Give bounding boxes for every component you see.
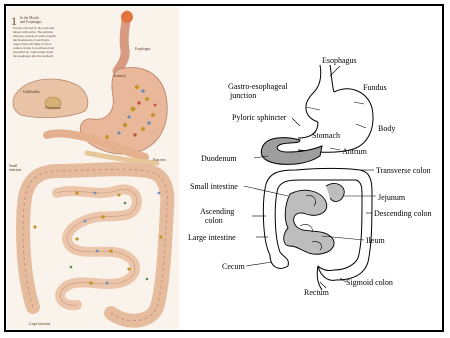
label-large-intestine: Large intestine: [188, 233, 236, 242]
diagram-panel: Esophagus Gastro-esophageal junction Fun…: [180, 7, 442, 329]
label-gastro-1: Gastro-esophageal: [228, 82, 288, 91]
label-sigmoid-colon: Sigmoid colon: [346, 278, 393, 287]
label-descending-colon: Descending colon: [374, 209, 432, 218]
label-ileum: Ileum: [366, 236, 385, 245]
label-transverse-colon: Transverse colon: [376, 166, 431, 175]
illus-label-pancreas: Pancreas: [153, 158, 166, 162]
label-small-intestine: Small intestine: [190, 182, 238, 191]
label-jejunum: Jejunum: [378, 193, 406, 202]
digestive-illustration: 1 In the Mouth and Esophagus Food is che…: [7, 7, 179, 329]
illustration-panel: 1 In the Mouth and Esophagus Food is che…: [7, 7, 179, 329]
label-esophagus: Esophagus: [322, 56, 357, 65]
labeled-diagram: Esophagus Gastro-esophageal junction Fun…: [180, 7, 442, 329]
label-pyloric: Pyloric sphincter: [232, 113, 287, 122]
illus-label-small-2: intestine: [9, 168, 22, 172]
label-ascending-1: Ascending: [200, 207, 234, 216]
label-gastro-2: junction: [229, 91, 256, 100]
illus-label-gallbladder: Gallbladder: [23, 90, 41, 94]
step-heading-2: and Esophagus: [20, 20, 42, 24]
body-line-7: the esophagus into the stomach.: [13, 54, 54, 58]
label-antrum: Antrum: [342, 147, 368, 156]
illus-label-duodenum: Duodenum: [45, 106, 61, 110]
label-stomach: Stomach: [312, 131, 340, 140]
label-cecum: Cecum: [222, 262, 245, 271]
label-ascending-2: colon: [205, 216, 223, 225]
illus-label-stomach: Stomach: [113, 74, 126, 78]
label-rectum: Rectum: [304, 288, 330, 297]
illus-label-esophagus: Esophagus: [135, 47, 151, 51]
label-fundus: Fundus: [363, 83, 387, 92]
label-body: Body: [378, 124, 395, 133]
illus-label-large-intestine: Large intestine: [29, 322, 51, 326]
label-duodenum: Duodenum: [201, 154, 237, 163]
